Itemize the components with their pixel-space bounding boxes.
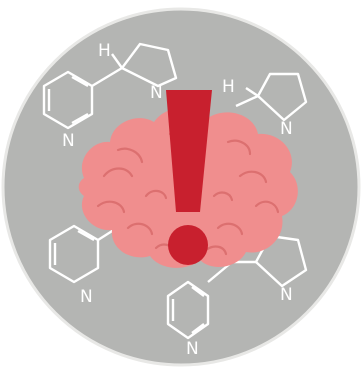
nicotine-molecule-icon — [166, 234, 308, 340]
nicotine-molecule-icon — [42, 42, 178, 130]
pyridine-n-label: N — [186, 339, 199, 359]
h-label: H — [222, 77, 235, 97]
exclamation-mark-icon — [166, 90, 212, 265]
pyridine-n-label: N — [62, 131, 75, 151]
n-label: N — [150, 83, 163, 103]
h-label: H — [98, 41, 111, 61]
n-label: N — [280, 285, 293, 305]
n-label: N — [280, 119, 293, 139]
pyridine-n-label: N — [80, 287, 93, 307]
pyrrolidine-ring-icon — [235, 72, 308, 122]
